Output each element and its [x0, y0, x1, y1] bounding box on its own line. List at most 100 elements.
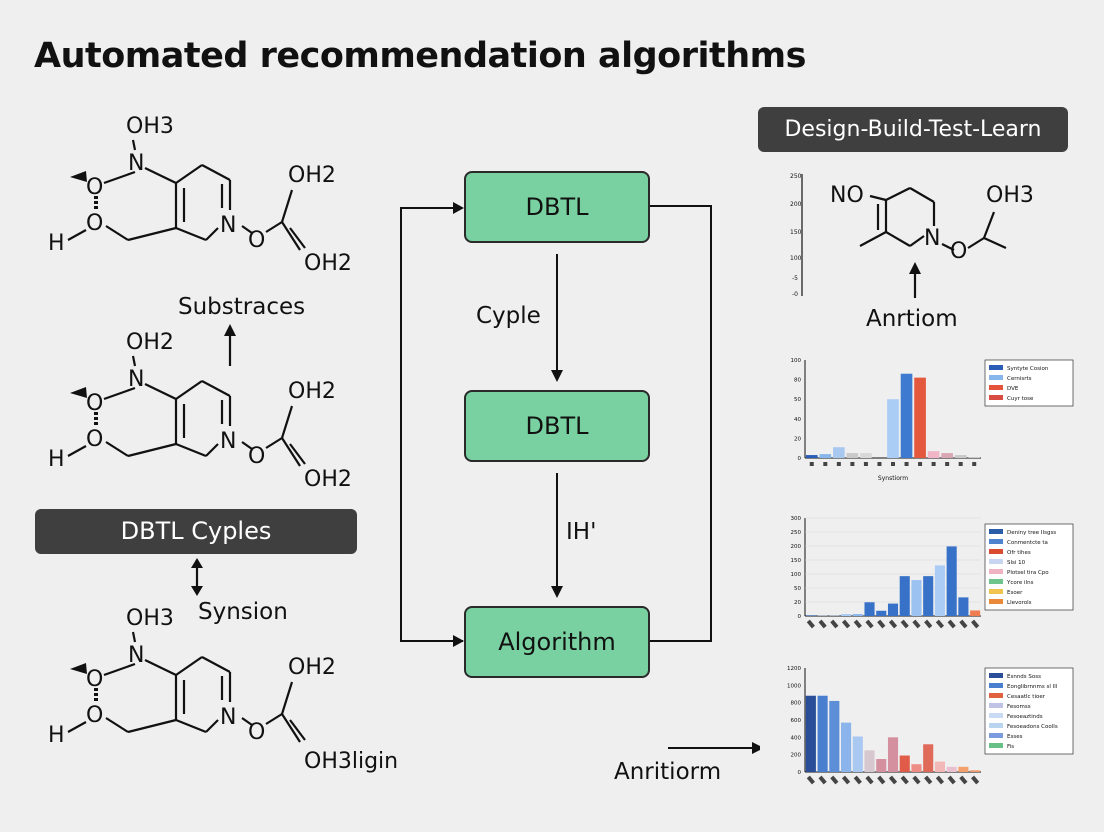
down-arrowhead-1: [551, 370, 563, 382]
chart-1-legend-swatch: [989, 365, 1003, 370]
chart-3-x-tick-mark: [971, 775, 980, 785]
molecule-1-o2-label: O: [86, 211, 103, 236]
chart-3-x-tick-mark: [959, 775, 968, 785]
mini-tick-3: 100: [790, 255, 802, 262]
chart-3-legend: [984, 667, 1074, 755]
chart-2-x-tick-mark: [912, 619, 921, 629]
synsion-label: Synsion: [198, 599, 288, 625]
chart-3-bar: [946, 766, 957, 772]
chart-2-legend-swatch: [989, 569, 1003, 574]
chart-2-x-tick-mark: [971, 619, 980, 629]
chart-1-bar: [860, 453, 872, 458]
molecule-2-n2-label: N: [220, 429, 236, 454]
molecule-2-r2-label: OH2: [304, 467, 352, 492]
chart-1-x-tick-mark: [850, 462, 855, 466]
chart-2-legend-label: Deniny tree Ilsgss: [1007, 530, 1056, 536]
chart-3-y-tick: 800: [791, 701, 802, 707]
mini-tick-0: 250: [790, 173, 802, 180]
molecule-3-r2-label: OH3ligin: [304, 749, 398, 774]
chart-3-bar: [841, 722, 852, 772]
chart-3-legend-label: Fesoeadons Coolls: [1007, 724, 1058, 730]
chart-2-y-tick: 50: [794, 586, 801, 592]
chart-1-legend-label: DVE: [1007, 386, 1019, 392]
chart-1-bar: [900, 373, 913, 458]
molecule-3-o2-label: O: [86, 703, 103, 728]
chart-2-legend-label: Slsi 10: [1007, 560, 1026, 566]
chart-3-bar: [864, 750, 875, 772]
molecule-3-o3-label: O: [248, 720, 265, 745]
chart-3-x-tick-mark: [865, 775, 874, 785]
chart-1-x-tick-mark: [972, 462, 977, 466]
molecule-1-n2-label: N: [220, 213, 236, 238]
chart-2-legend: [984, 523, 1074, 611]
chart-1-bar: [819, 454, 832, 458]
right-loop-line: [650, 205, 712, 642]
chart-3-bar: [958, 766, 969, 772]
chart-1-legend-label: Syntyte Cosion: [1007, 366, 1049, 372]
chart-3-y-tick: 400: [791, 735, 802, 741]
chart-2-bar: [841, 614, 852, 616]
chart-1-y-tick: 100: [791, 358, 802, 364]
molecule-3: OH3 N O O H N O OH2 OH3ligin: [48, 606, 398, 774]
chart-3-bar: [876, 759, 887, 772]
chart-1-legend-swatch: [989, 395, 1003, 400]
chart-3-x-tick-mark: [853, 775, 862, 785]
chart-3-bar: [829, 700, 840, 772]
chart-3-legend-swatch: [989, 693, 1003, 698]
chart-2-bar: [876, 610, 887, 616]
molecule-1-r2-label: OH2: [304, 251, 352, 276]
chart-3-legend-swatch: [989, 703, 1003, 708]
mini-tick-4: -5: [792, 275, 798, 282]
chart-1-y-tick: 0: [798, 456, 802, 462]
chart-1-legend-label: Cuyr tose: [1007, 396, 1034, 402]
chart-2-x-tick-mark: [877, 619, 886, 629]
chart-2-y-tick: 300: [791, 516, 802, 522]
molecule-3-r1-label: OH2: [288, 655, 336, 680]
chart-2-legend-label: Plotsel tira Cpo: [1007, 570, 1049, 576]
chart-1-x-tick-mark: [958, 462, 963, 466]
chart-3-x-tick-mark: [924, 775, 933, 785]
molecule-2-n-label: N: [128, 367, 144, 392]
chart-2-x-tick-mark: [830, 619, 839, 629]
chart-1-legend-label: Cernisrts: [1007, 376, 1032, 382]
chart-2-y-tick: 20: [794, 600, 801, 606]
molecule-3-n2-label: N: [220, 705, 236, 730]
chart-1-bar: [954, 455, 967, 458]
left-molecules-svg: OH3 N O O H N O OH2 OH2: [48, 114, 398, 774]
chart-1-legend-swatch: [989, 385, 1003, 390]
chart-3-x-tick-mark: [818, 775, 827, 785]
down-arrowhead-2: [551, 586, 563, 598]
left-loop-arrowhead-top: [453, 202, 464, 214]
chart-1-x-tick-mark: [918, 462, 923, 466]
right-molecule-oh-label: OH3: [986, 183, 1034, 208]
chart-3-bar: [934, 761, 945, 772]
chart-2-legend-label: Ofr tihes: [1007, 550, 1031, 556]
chart-3-legend-label: Fis: [1007, 744, 1014, 750]
chart-2-legend-label: Ycore ilns: [1006, 580, 1034, 586]
dbtl-box-1: DBTL: [464, 171, 650, 243]
chart-3-bar: [899, 755, 910, 772]
chart-3-x-tick-mark: [806, 775, 815, 785]
chart-3-y-tick: 600: [791, 718, 802, 724]
dbtl-header-pill: Design-Build-Test-Learn: [758, 107, 1068, 152]
chart-1-x-tick-mark: [863, 462, 868, 466]
chart-3-legend-label: Cesaatlc tioer: [1007, 694, 1046, 700]
chart-1-y-tick: 80: [794, 378, 801, 384]
synsion-double-arrow: [191, 558, 203, 596]
left-loop-arrowhead-bottom: [453, 635, 464, 647]
chart-2-bar: [934, 565, 945, 616]
molecule-3-n-label: N: [128, 643, 144, 668]
substraces-arrow: [224, 324, 236, 366]
chart-3-legend-label: Esses: [1007, 734, 1023, 740]
chart-3-x-tick-mark: [888, 775, 898, 785]
molecule-2-r1-label: OH2: [288, 379, 336, 404]
chart-2-x-tick-mark: [865, 619, 874, 629]
chart-1-bar: [833, 447, 845, 458]
chart-2-x-tick-mark: [900, 619, 909, 629]
chart-3-legend-swatch: [989, 743, 1003, 748]
chart-2-x-tick-mark: [947, 619, 956, 629]
chart-2-legend-swatch: [989, 549, 1003, 554]
molecule-1-o3-label: O: [248, 228, 265, 253]
